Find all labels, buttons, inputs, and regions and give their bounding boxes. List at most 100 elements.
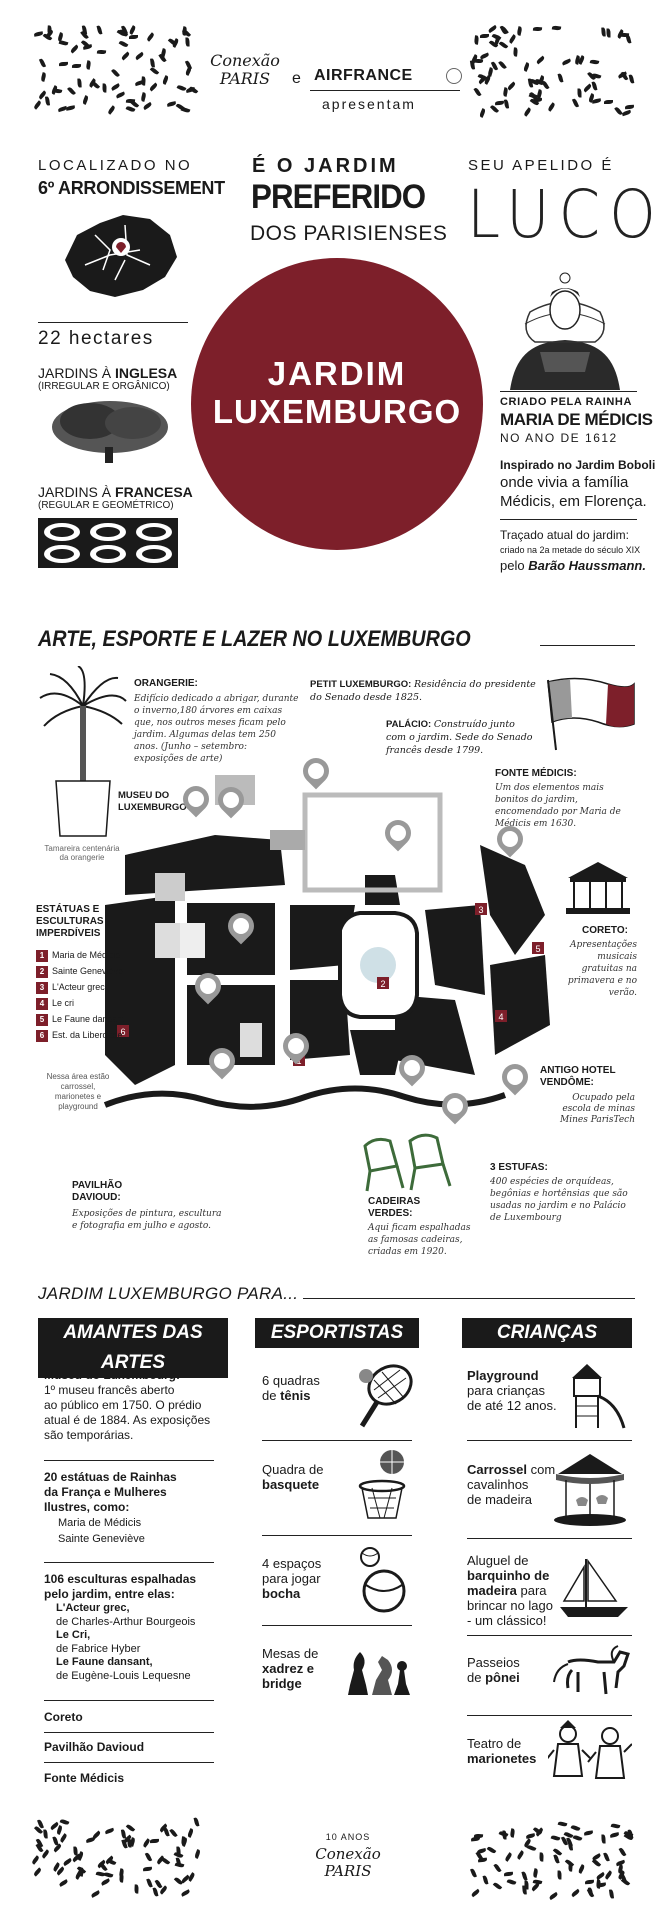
leaf-pattern-mark: [102, 82, 107, 93]
logo-conexao-paris: Conexão PARIS: [210, 51, 280, 88]
leaf-pattern-mark: [149, 66, 159, 76]
leaf-pattern-mark: [104, 1827, 115, 1835]
svg-text:5: 5: [535, 944, 540, 954]
leaf-pattern-mark: [62, 1858, 73, 1867]
leaf-pattern-mark: [504, 1852, 513, 1862]
leaf-pattern-mark: [621, 110, 631, 117]
leaf-pattern-mark: [498, 40, 509, 50]
insp-line-2: onde vivia a família: [500, 474, 629, 491]
leaf-pattern-mark: [188, 85, 198, 95]
pref-line-1: É O JARDIM: [252, 155, 399, 177]
leaf-pattern-mark: [592, 1858, 602, 1868]
leaf-pattern-mark: [601, 1833, 606, 1844]
svg-text:2: 2: [380, 979, 385, 989]
garden-map: 1 2 3 4 5 6: [103, 775, 550, 1110]
museu-title: MUSEU DO LUXEMBURGO: [118, 790, 187, 813]
leaf-pattern-mark: [526, 1844, 537, 1852]
leaf-pattern-mark: [570, 1824, 581, 1833]
palm-tree-icon: [39, 666, 127, 837]
trac-line-3: pelo Barão Haussmann.: [500, 558, 646, 573]
insp-line-3: Médicis, em Florença.: [500, 493, 647, 510]
fonte-title: FONTE MÉDICIS:: [495, 768, 577, 779]
leaf-pattern-mark: [38, 57, 46, 68]
leaf-pattern-mark: [522, 62, 531, 72]
leaf-pattern-mark: [470, 1888, 480, 1898]
leaf-pattern-mark: [129, 35, 139, 40]
fra-line-1: JARDINS À FRANCESA: [38, 484, 193, 500]
leaf-pattern-mark: [603, 99, 613, 104]
leaf-pattern-mark: [509, 1827, 516, 1838]
french-garden-pattern-icon: [38, 518, 178, 568]
leaf-pattern-mark: [547, 101, 557, 112]
leaf-pattern-mark: [69, 44, 79, 54]
leaf-pattern-mark: [145, 1878, 153, 1889]
svg-text:3: 3: [478, 905, 483, 915]
leaf-pattern-mark: [557, 1821, 568, 1828]
insp-line-1: Inspirado no Jardim Boboli: [500, 458, 656, 472]
fra-line-3: (REGULAR E GEOMÉTRICO): [38, 500, 174, 511]
leaf-pattern-mark: [142, 101, 153, 110]
leaf-pattern-mark: [100, 1878, 111, 1886]
leaf-pattern-mark: [507, 81, 517, 91]
petit-lux: PETIT LUXEMBURGO: Residência do presiden…: [310, 679, 536, 703]
hectares-text: 22 hectares: [38, 328, 154, 349]
leaf-pattern-mark: [43, 1829, 49, 1839]
leaf-pattern-mark: [535, 55, 546, 65]
a5: Pavilhão Davioud: [44, 1740, 145, 1754]
leaf-pattern-mark: [118, 39, 129, 48]
leaf-pattern-mark: [577, 88, 582, 98]
leaf-pattern-mark: [532, 98, 543, 103]
leaf-pattern-mark: [609, 1831, 620, 1838]
a6: Fonte Médicis: [44, 1771, 125, 1785]
leaf-pattern-mark: [604, 1870, 613, 1880]
pattern-top-left: [30, 25, 200, 118]
leaf-pattern-mark: [512, 46, 518, 57]
presents-text: apresentam: [322, 96, 416, 112]
leaf-pattern-mark: [59, 1818, 70, 1826]
leaf-pattern-mark: [119, 1873, 125, 1883]
leaf-pattern-mark: [85, 60, 92, 71]
leaf-pattern-mark: [78, 1867, 85, 1877]
playground-slide-icon: [572, 1364, 626, 1429]
leaf-pattern-mark: [473, 87, 482, 97]
pav-desc: Exposições de pintura, escultura e fotog…: [72, 1209, 222, 1231]
leaf-pattern-mark: [522, 106, 532, 117]
leaf-pattern-mark: [508, 34, 517, 44]
title-circle: [191, 258, 483, 550]
leaf-pattern-mark: [486, 1845, 497, 1855]
leaf-pattern-mark: [184, 65, 193, 76]
ing-line-3: (IRREGULAR E ORGÂNICO): [38, 381, 170, 392]
para-title: JARDIM LUXEMBURGO PARA...: [38, 1284, 299, 1303]
nick-line-2: LUCO: [467, 176, 665, 253]
leaf-pattern-mark: [115, 91, 126, 99]
orangerie-desc: Edifício dedicado a abrigar, durante o i…: [134, 694, 299, 764]
leaf-pattern-mark: [185, 37, 190, 47]
leaf-pattern-mark: [134, 1884, 140, 1894]
leaf-pattern-mark: [557, 1870, 562, 1880]
leaf-pattern-mark: [58, 61, 69, 66]
leaf-pattern-mark: [589, 58, 600, 65]
pattern-bottom-left: [30, 1817, 205, 1900]
leaf-pattern-mark: [515, 1850, 525, 1860]
leaf-pattern-mark: [140, 92, 147, 102]
leaf-pattern-mark: [572, 1834, 583, 1842]
leaf-pattern-mark: [129, 1837, 136, 1848]
leaf-pattern-mark: [601, 27, 606, 37]
puppets-icon: [548, 1720, 632, 1779]
leaf-pattern-mark: [495, 100, 505, 106]
leaf-pattern-mark: [620, 71, 629, 82]
leaf-pattern-mark: [111, 82, 121, 91]
bandstand-icon: [566, 862, 630, 914]
